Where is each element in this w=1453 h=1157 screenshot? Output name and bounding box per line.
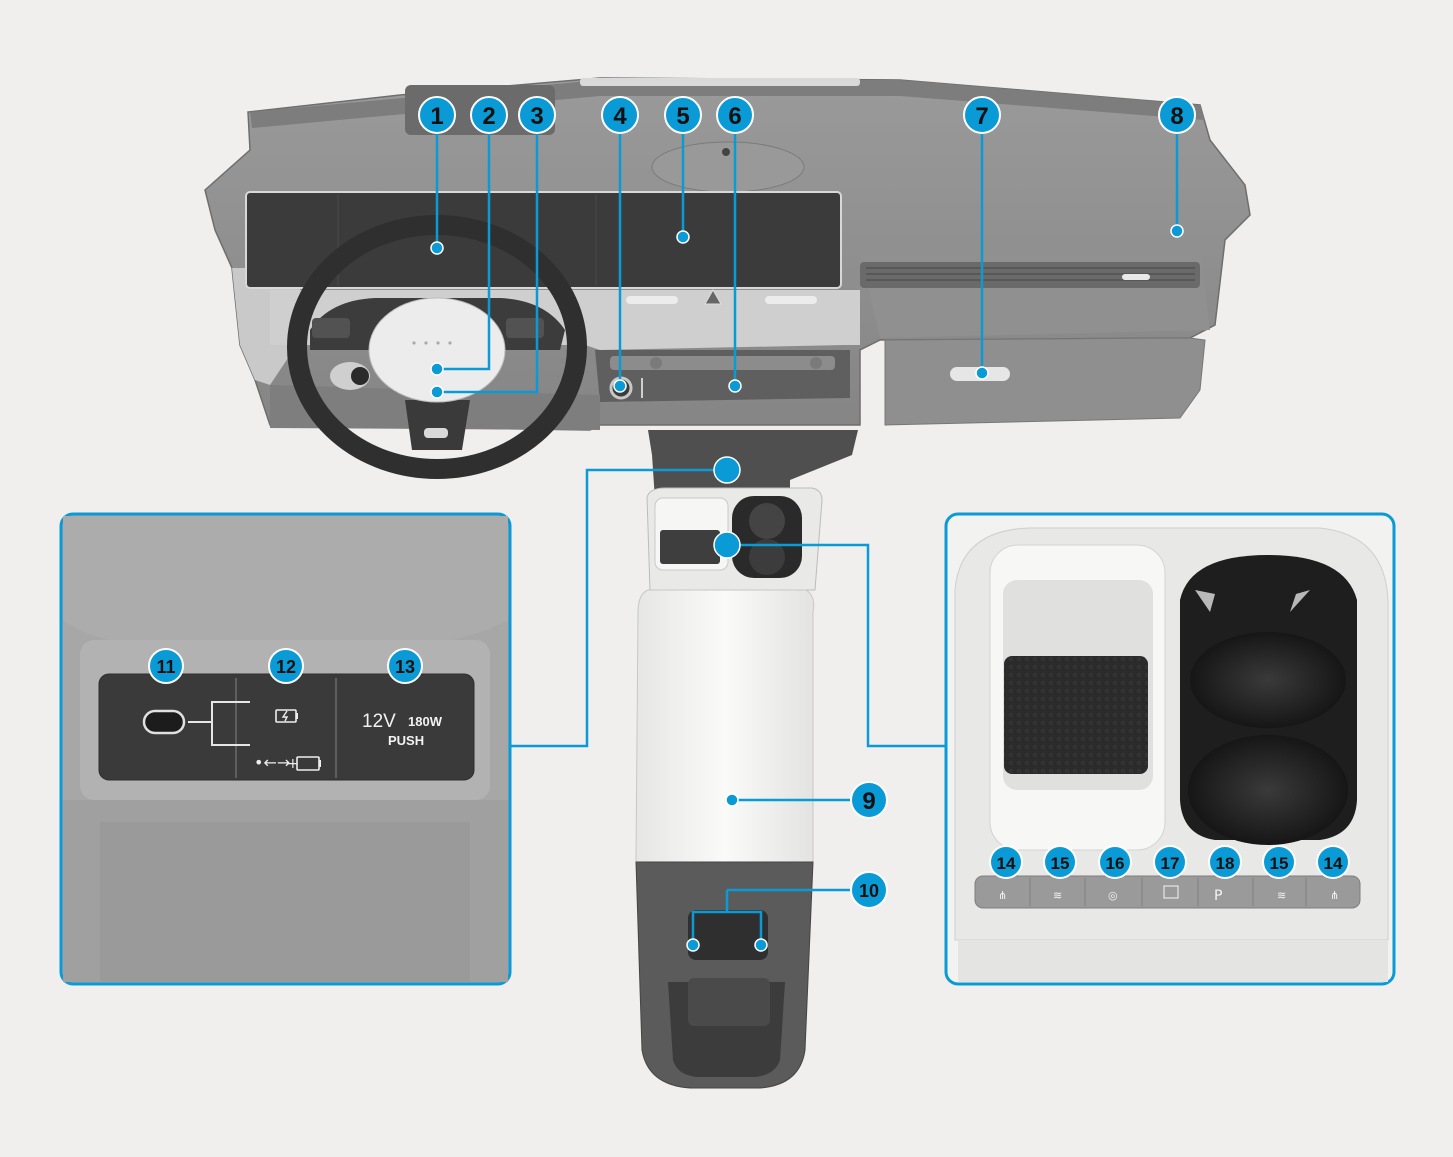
svg-text:15: 15 (1270, 854, 1289, 873)
svg-text:1: 1 (430, 103, 443, 130)
console-switches-detail-panel: ⋔ ≋ ◎ P ≋ ⋔ (944, 512, 1396, 986)
socket-voltage-label: 12V (362, 711, 396, 732)
svg-text:⋔: ⋔ (1330, 889, 1339, 902)
callout-11: 11 (148, 648, 184, 684)
svg-text:16: 16 (1106, 854, 1125, 873)
center-console (635, 487, 823, 1089)
svg-text:P: P (1214, 888, 1222, 904)
panoramic-display (245, 191, 842, 289)
callout-15-right: 15 (1262, 845, 1296, 879)
usb-socket-detail-panel: •←→ + 12V 180W PUSH (59, 512, 512, 986)
socket-power-label: 180W (408, 714, 443, 729)
callout-17: 17 (1153, 845, 1187, 879)
svg-text:15: 15 (1051, 854, 1070, 873)
callout-6: 6 (716, 96, 754, 134)
svg-text:14: 14 (1324, 854, 1343, 873)
callout-9: 9 (850, 781, 888, 819)
callout-14-left: 14 (989, 845, 1023, 879)
svg-text:6: 6 (728, 103, 741, 130)
svg-text:14: 14 (997, 854, 1016, 873)
socket-push-label: PUSH (388, 733, 424, 748)
callout-dots (430, 224, 1184, 952)
callout-3: 3 (518, 96, 556, 134)
svg-text:13: 13 (395, 657, 415, 677)
callout-4: 4 (601, 96, 639, 134)
svg-text:+: + (287, 756, 299, 772)
callout-5: 5 (664, 96, 702, 134)
svg-text:18: 18 (1216, 854, 1235, 873)
svg-text:17: 17 (1161, 854, 1180, 873)
callout-2: 2 (470, 96, 508, 134)
svg-text:12: 12 (276, 657, 296, 677)
callout-badges: 1 2 3 4 5 6 7 8 (148, 96, 1350, 909)
svg-text:7: 7 (975, 103, 988, 130)
callout-14-right: 14 (1316, 845, 1350, 879)
svg-text:◎: ◎ (1108, 889, 1118, 902)
svg-text:11: 11 (156, 657, 175, 677)
svg-text:≋: ≋ (1277, 889, 1286, 902)
leader-lines (435, 115, 1179, 945)
svg-text:5: 5 (676, 103, 689, 130)
callout-18: 18 (1208, 845, 1242, 879)
svg-text:10: 10 (859, 881, 879, 901)
svg-text:2: 2 (482, 103, 495, 130)
svg-text:⋔: ⋔ (998, 889, 1007, 902)
svg-text:•←→: •←→ (254, 753, 290, 772)
steering-wheel (287, 215, 587, 479)
charging-battery-icon (275, 709, 298, 723)
svg-text:3: 3 (530, 103, 543, 130)
usb-battery-icon: •←→ + (254, 753, 321, 772)
svg-text:8: 8 (1170, 103, 1183, 130)
callout-13: 13 (387, 648, 423, 684)
svg-text:4: 4 (613, 103, 627, 130)
callout-10: 10 (850, 871, 888, 909)
callout-7: 7 (963, 96, 1001, 134)
callout-1: 1 (418, 96, 456, 134)
callout-15-left: 15 (1043, 845, 1077, 879)
callout-16: 16 (1098, 845, 1132, 879)
callout-8: 8 (1158, 96, 1196, 134)
callout-12: 12 (268, 648, 304, 684)
svg-text:9: 9 (862, 788, 875, 815)
svg-text:≋: ≋ (1053, 889, 1062, 902)
